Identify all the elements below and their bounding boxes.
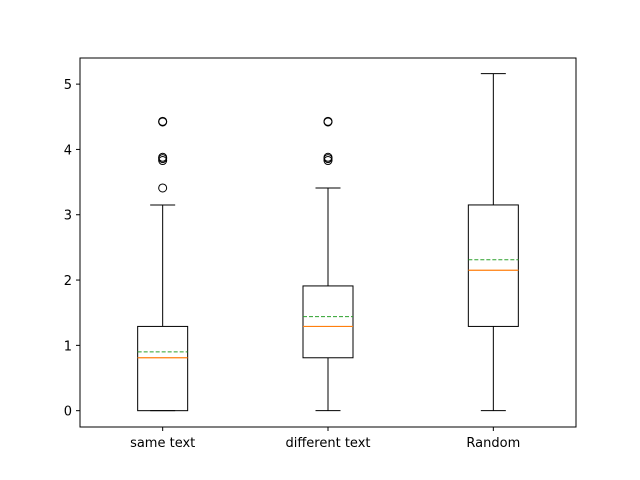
y-tick-label: 0	[64, 405, 72, 420]
box-group	[302, 116, 354, 412]
y-tick-label: 1	[64, 339, 72, 354]
y-tick-label: 4	[64, 143, 72, 158]
x-tick-label: Random	[466, 436, 520, 451]
x-tick-label: different text	[285, 436, 370, 451]
box-group	[467, 73, 519, 412]
outlier-point	[158, 183, 168, 193]
iqr-box	[467, 204, 519, 327]
y-tick-label: 2	[64, 274, 72, 289]
outlier-point	[323, 116, 333, 126]
iqr-box	[137, 325, 189, 412]
outlier-point	[158, 116, 168, 126]
iqr-box	[302, 285, 354, 359]
outlier-point	[158, 152, 168, 162]
plot-marks	[137, 73, 519, 412]
y-tick-label: 5	[64, 78, 72, 93]
box-group	[137, 116, 189, 412]
axes: 0 1 2 3 4 5 same text different text Random	[64, 78, 521, 451]
x-tick-label: same text	[130, 436, 195, 451]
y-tick-label: 3	[64, 209, 72, 224]
plot-frame	[79, 57, 577, 428]
outlier-point	[323, 152, 333, 162]
